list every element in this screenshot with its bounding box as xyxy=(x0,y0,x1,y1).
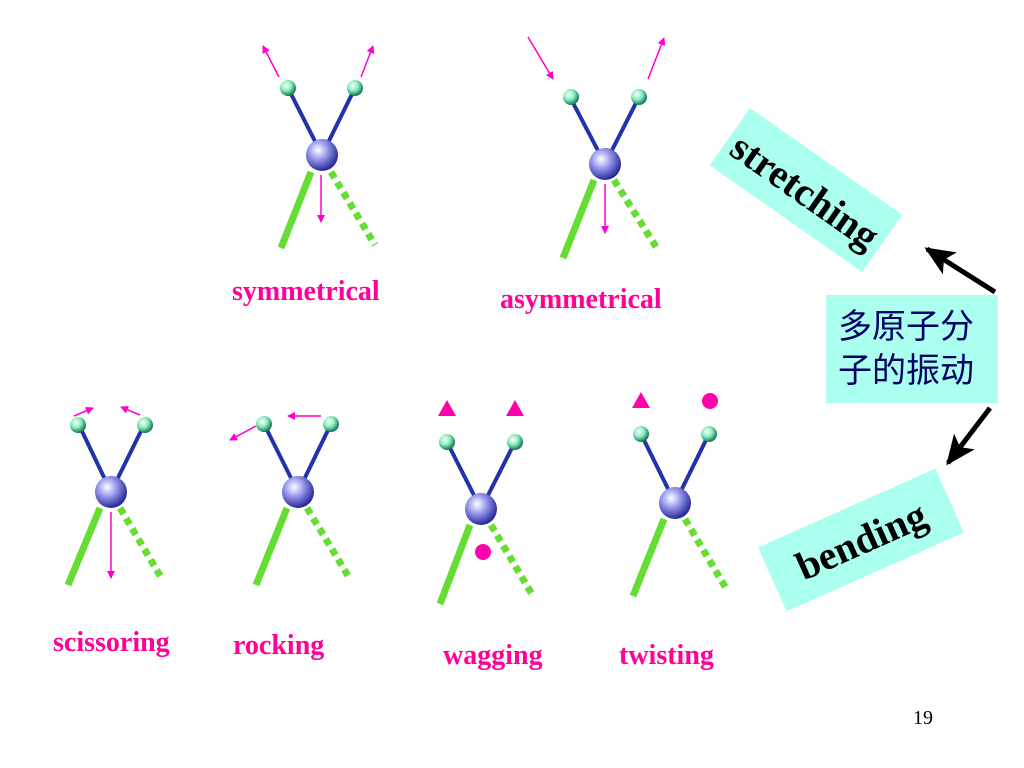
triangle-marker xyxy=(632,392,650,408)
ground-bond-dashed xyxy=(116,506,166,581)
dot-marker xyxy=(702,393,718,409)
label-twisting: twisting xyxy=(619,640,714,671)
arrow-in-left xyxy=(73,407,94,417)
ground-bond-solid xyxy=(559,178,598,260)
bending-box-fill xyxy=(758,468,964,612)
ground-bond-dashed xyxy=(487,523,537,598)
label-rocking: rocking xyxy=(233,630,325,661)
central-atom xyxy=(282,476,314,508)
triangle-marker-left xyxy=(438,400,456,416)
stretching-box-fill xyxy=(709,107,903,273)
atom-left xyxy=(70,417,86,433)
label-asymmetrical: asymmetrical xyxy=(500,284,662,315)
arrow-to-stretching xyxy=(924,246,997,295)
arrow-in-right xyxy=(120,406,141,416)
ground-bond-solid xyxy=(629,517,668,598)
atom-right xyxy=(137,417,153,433)
arrow-in-left xyxy=(527,36,554,80)
arrow-out-right xyxy=(647,37,666,80)
arrow-up-right xyxy=(360,45,375,78)
label-wagging: wagging xyxy=(443,640,543,671)
central-atom xyxy=(465,493,497,525)
ground-bond-dashed xyxy=(681,517,731,592)
label-symmetrical: symmetrical xyxy=(232,276,380,307)
ground-bond-solid xyxy=(252,506,291,587)
molecule-asymmetrical xyxy=(527,36,666,260)
atom-left xyxy=(439,434,455,450)
ground-bond-solid xyxy=(277,170,315,250)
arrow-up-left xyxy=(262,45,280,78)
stretching-box: stretching xyxy=(709,107,903,273)
atom-left xyxy=(563,89,579,105)
central-atom xyxy=(589,148,621,180)
molecule-scissoring xyxy=(64,406,166,587)
ground-bond-dashed xyxy=(611,178,661,252)
molecule-wagging xyxy=(436,400,537,606)
central-atom xyxy=(306,139,338,171)
atom-left xyxy=(256,416,272,432)
polyatomic-vibration-box xyxy=(826,295,998,403)
polyatomic-vibration-line1: 多原子分 xyxy=(838,307,974,347)
atom-left xyxy=(280,80,296,96)
atom-right xyxy=(323,416,339,432)
triangle-marker-right xyxy=(506,400,524,416)
atom-right xyxy=(347,80,363,96)
page-number: 19 xyxy=(913,707,933,729)
atom-right xyxy=(507,434,523,450)
arrow-to-bending xyxy=(946,406,992,466)
ground-bond-dashed xyxy=(328,170,378,247)
bending-box: bending xyxy=(758,468,964,612)
atom-right xyxy=(701,426,717,442)
label-scissoring: scissoring xyxy=(53,627,170,658)
ground-bond-dashed xyxy=(304,506,353,581)
atom-left xyxy=(633,426,649,442)
atom-right xyxy=(631,89,647,105)
molecule-rocking xyxy=(229,412,353,587)
central-atom xyxy=(95,476,127,508)
polyatomic-vibration-line2: 子的振动 xyxy=(838,351,974,391)
ground-bond-solid xyxy=(436,523,474,606)
central-atom xyxy=(659,487,691,519)
molecule-twisting xyxy=(629,392,731,598)
polyatomic-vibration-text: 多原子分 子的振动 xyxy=(838,305,998,393)
ground-bond-solid xyxy=(64,506,104,587)
molecule-symmetrical xyxy=(262,45,378,250)
dot-marker-center xyxy=(475,544,491,560)
arrow-left-down xyxy=(229,425,257,441)
